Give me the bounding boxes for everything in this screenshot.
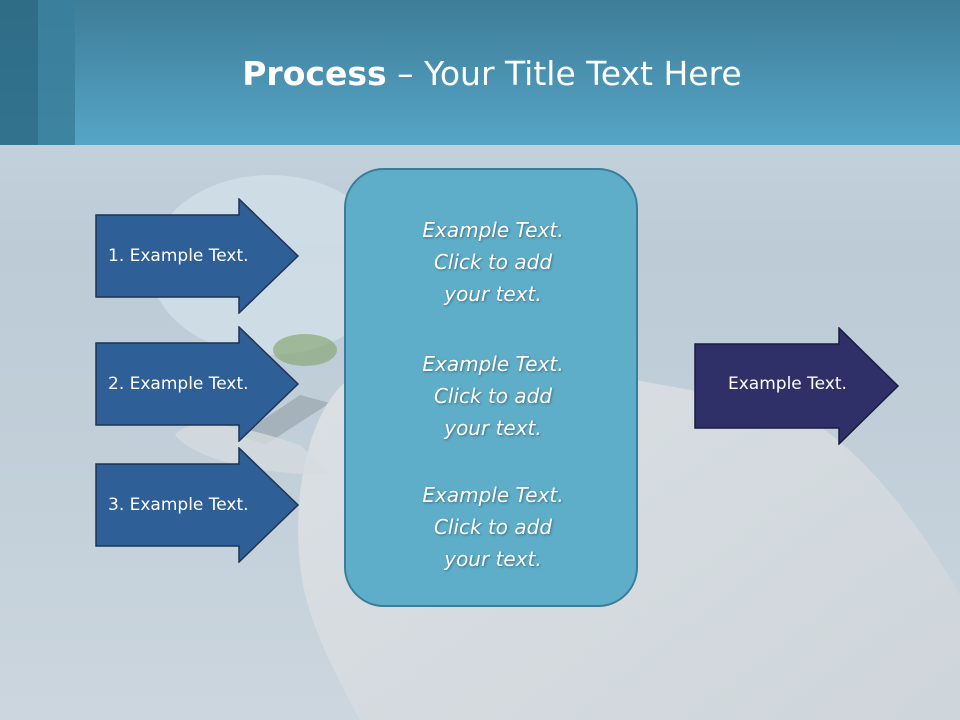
arrow-shape (95, 198, 300, 314)
arrow-shape (95, 326, 300, 442)
center-text-line: Example Text. (422, 218, 564, 242)
center-text-line: Example Text. (422, 483, 564, 507)
center-text-line: Click to add (433, 515, 553, 539)
left-arrow-2: 2. Example Text. (95, 326, 300, 442)
center-text-block-1: Example Text. Click to add your text. (346, 214, 640, 310)
title-rest-part: – Your Title Text Here (386, 54, 742, 93)
center-text-box: Example Text. Click to add your text. Ex… (344, 168, 638, 607)
center-text-line: Click to add (433, 250, 553, 274)
header-stripe (38, 0, 75, 145)
right-arrow-label: Example Text. (728, 374, 847, 394)
header-stripe (0, 0, 38, 145)
center-text-line: your text. (444, 282, 542, 306)
title-bold-part: Process (242, 54, 387, 93)
center-text-line: your text. (444, 547, 542, 571)
header-band: Process – Your Title Text Here (0, 0, 960, 145)
left-arrow-3: 3. Example Text. (95, 447, 300, 563)
arrow-shape (694, 327, 900, 445)
slide-title: Process – Your Title Text Here (0, 52, 960, 96)
left-arrow-label: 2. Example Text. (108, 374, 249, 394)
left-arrow-label: 3. Example Text. (108, 495, 249, 515)
left-arrow-1: 1. Example Text. (95, 198, 300, 314)
center-text-block-3: Example Text. Click to add your text. (346, 479, 640, 575)
center-text-line: Click to add (433, 384, 553, 408)
center-text-line: Example Text. (422, 352, 564, 376)
center-text-line: your text. (444, 416, 542, 440)
right-arrow: Example Text. (694, 327, 900, 445)
arrow-shape (95, 447, 300, 563)
center-text-block-2: Example Text. Click to add your text. (346, 348, 640, 444)
left-arrow-label: 1. Example Text. (108, 246, 249, 266)
